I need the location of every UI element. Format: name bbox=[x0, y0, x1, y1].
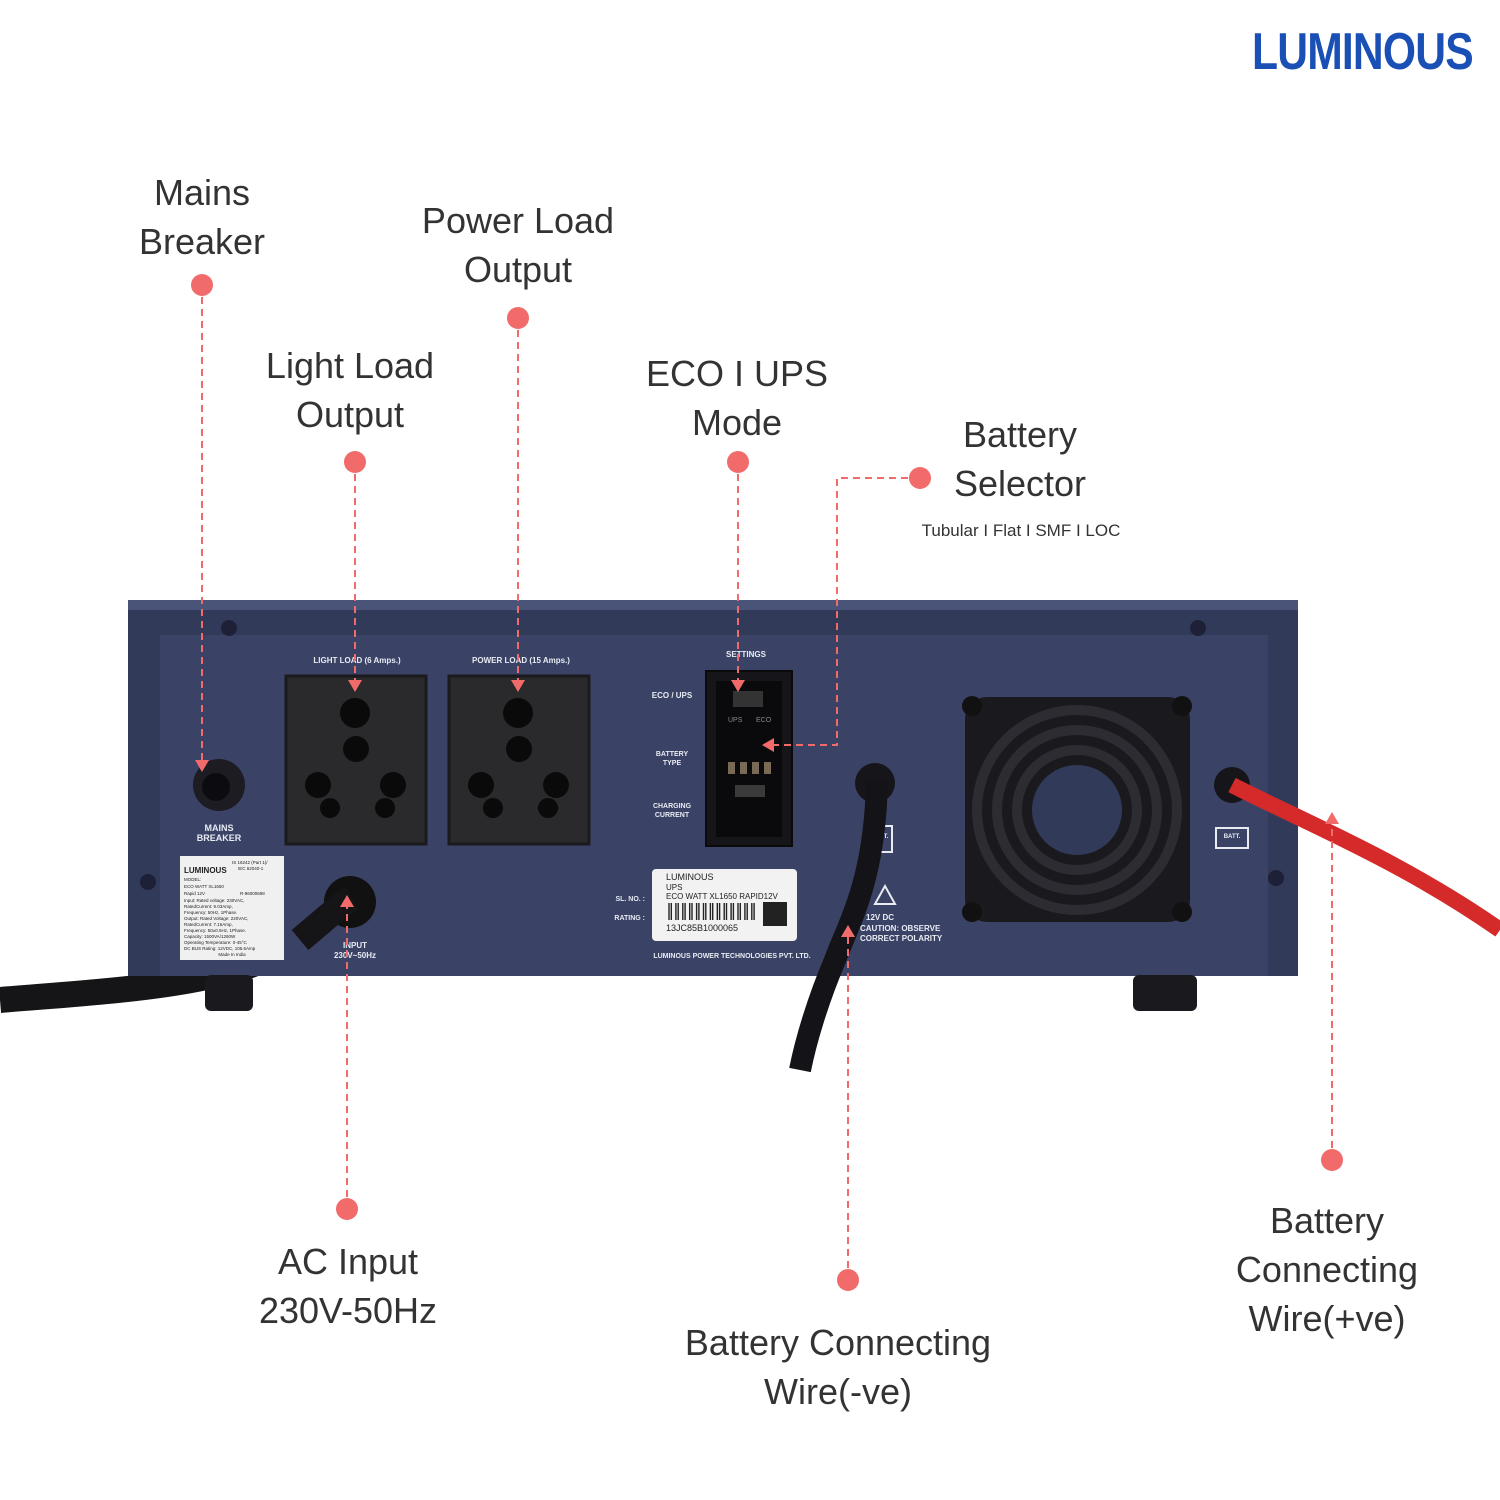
callout-dot-eco-ups bbox=[727, 451, 749, 473]
power-load-label: POWER LOAD (15 Amps.) bbox=[472, 656, 570, 665]
spec-line: RatedCurrent: 9.03Amp, bbox=[184, 904, 233, 909]
serial-number: 13JC85B1000065 bbox=[666, 923, 738, 933]
svg-text:Made In India: Made In India bbox=[218, 952, 246, 957]
callout-line-battery-selector bbox=[772, 477, 920, 746]
battery-negative-wire bbox=[789, 779, 888, 1073]
callout-dot-battery-selector bbox=[909, 467, 931, 489]
spec-line: Input: Rated voltage: 230VAC, bbox=[184, 898, 244, 903]
arrow-head-icon bbox=[348, 680, 362, 692]
svg-text:ECO WATT XL1650: ECO WATT XL1650 bbox=[184, 884, 224, 889]
svg-text:Rapid 12V: Rapid 12V bbox=[184, 891, 205, 896]
svg-text:LUMINOUS: LUMINOUS bbox=[184, 866, 227, 875]
battery-dc-label: 12V DC bbox=[866, 913, 894, 922]
callout-dot-light-load bbox=[344, 451, 366, 473]
svg-text:R-96000698: R-96000698 bbox=[240, 891, 265, 896]
svg-text:INPUT: INPUT bbox=[343, 941, 367, 950]
rating-sticker bbox=[180, 856, 284, 960]
svg-text:BATTERY: BATTERY bbox=[656, 751, 689, 758]
svg-text:SL. NO. :: SL. NO. : bbox=[615, 896, 645, 903]
arrow-head-icon bbox=[841, 925, 855, 937]
foot bbox=[205, 975, 253, 1011]
svg-text:CURRENT: CURRENT bbox=[655, 812, 690, 819]
spec-line: Frequency: 50Hz, 1Phase. bbox=[184, 910, 237, 915]
spec-line: Frequency: 50±0.5Hz, 1Phase. bbox=[184, 928, 246, 933]
svg-text:IEC 62040-1: IEC 62040-1 bbox=[238, 866, 264, 871]
arrow-head-icon bbox=[762, 738, 774, 752]
manufacturer-label: LUMINOUS POWER TECHNOLOGIES PVT. LTD. bbox=[653, 953, 810, 960]
svg-text:LUMINOUS: LUMINOUS bbox=[666, 872, 714, 882]
callout-dot-battery-positive bbox=[1321, 1149, 1343, 1171]
svg-text:RATING :: RATING : bbox=[614, 915, 645, 922]
spec-line: Operating Temperature: 0-45°C bbox=[184, 940, 247, 945]
light-load-socket bbox=[284, 674, 428, 846]
arrow-head-icon bbox=[1325, 812, 1339, 824]
callout-dot-power-load bbox=[507, 307, 529, 329]
charging-current-switch bbox=[735, 785, 765, 797]
spec-line: RatedCurrent: 7.16Amp, bbox=[184, 922, 233, 927]
settings-label: SETTINGS bbox=[726, 650, 767, 659]
svg-text:IS 16242 (Part 1)/: IS 16242 (Part 1)/ bbox=[232, 860, 268, 865]
battery-positive-wire bbox=[1228, 777, 1500, 937]
arrow-head-icon bbox=[340, 895, 354, 907]
barcode bbox=[668, 903, 755, 920]
svg-text:ECO: ECO bbox=[756, 717, 772, 724]
svg-text:BATT.: BATT. bbox=[1224, 834, 1241, 840]
eco-ups-switch bbox=[733, 691, 763, 707]
callout-dot-mains-breaker bbox=[191, 274, 213, 296]
spec-line: Capacity: 1500VA/1260W bbox=[184, 934, 236, 939]
svg-text:ECO WATT XL1650 RAPID12V: ECO WATT XL1650 RAPID12V bbox=[666, 892, 779, 901]
cooling-fan bbox=[962, 696, 1192, 922]
svg-text:BREAKER: BREAKER bbox=[197, 833, 242, 843]
arrow-head-icon bbox=[511, 680, 525, 692]
svg-text:ECO / UPS: ECO / UPS bbox=[652, 691, 693, 700]
callout-dot-ac-input bbox=[336, 1198, 358, 1220]
arrow-head-icon bbox=[195, 760, 209, 772]
qr-code bbox=[763, 902, 787, 926]
svg-text:TYPE: TYPE bbox=[663, 760, 682, 767]
spec-line: Output: Rated Voltage: 220VAC, bbox=[184, 916, 248, 921]
svg-text:CHARGING: CHARGING bbox=[653, 803, 692, 810]
svg-text:230V~50Hz: 230V~50Hz bbox=[334, 951, 376, 960]
spec-line: DC BUS Rating: 12VDC, 105.6Amp bbox=[184, 946, 256, 951]
mains-breaker-label: MAINS bbox=[205, 823, 234, 833]
caution-label: CORRECT POLARITY bbox=[860, 934, 943, 943]
power-load-socket bbox=[447, 674, 591, 846]
caution-label: CAUTION: OBSERVE bbox=[860, 924, 941, 933]
callout-dot-battery-negative bbox=[837, 1269, 859, 1291]
warning-icon bbox=[873, 883, 897, 905]
battery-type-switches bbox=[728, 762, 771, 774]
svg-text:UPS: UPS bbox=[728, 717, 743, 724]
light-load-label: LIGHT LOAD (6 Amps.) bbox=[313, 656, 401, 665]
arrow-head-icon bbox=[731, 680, 745, 692]
svg-text:UPS: UPS bbox=[666, 883, 682, 892]
svg-text:MODEL:: MODEL: bbox=[184, 877, 201, 882]
brand-logo: LUMINOUS bbox=[1252, 23, 1474, 81]
battery-selector-options: Tubular I Flat I SMF I LOC bbox=[921, 521, 1121, 540]
foot bbox=[1133, 975, 1197, 1011]
